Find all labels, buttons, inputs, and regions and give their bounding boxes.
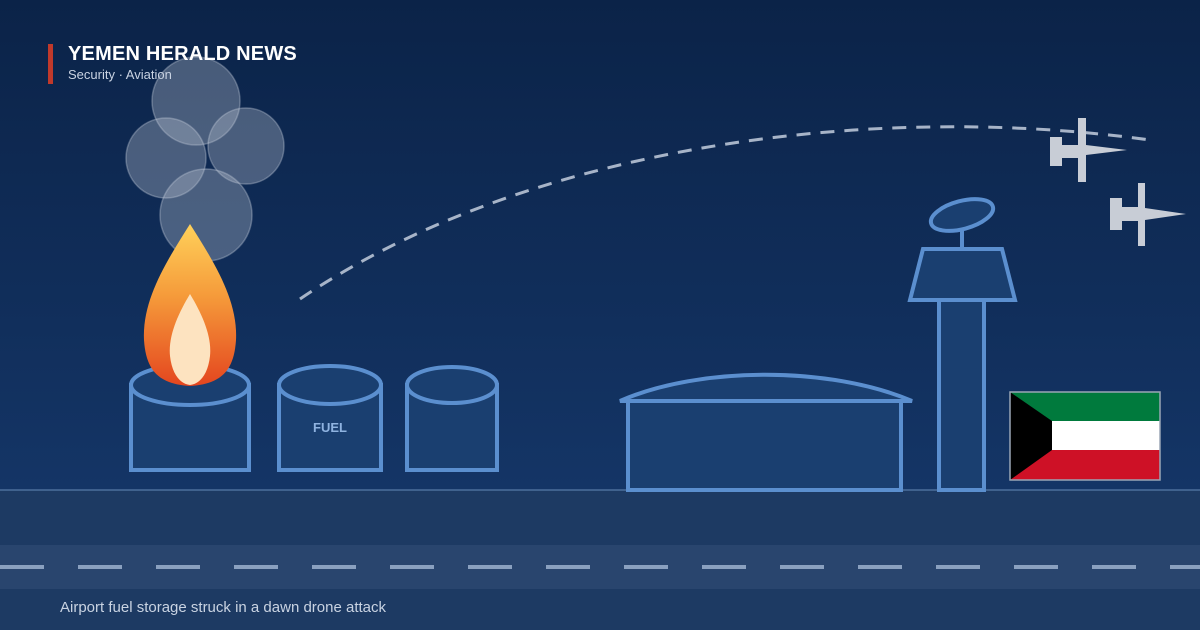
drone-icon — [1050, 118, 1127, 182]
brand-title: YEMEN HERALD NEWS — [68, 43, 297, 65]
flame-icon — [143, 224, 237, 386]
brand-header: YEMEN HERALD NEWS Security · Aviation — [48, 43, 297, 84]
brand-section-tags: Security · Aviation — [68, 67, 172, 82]
storage-tank — [405, 365, 499, 472]
fuel-tank-label: FUEL — [313, 420, 347, 435]
drone-flight-path — [299, 125, 1151, 301]
drone-icon-2 — [1110, 183, 1186, 246]
fuel-tank-icon — [277, 364, 383, 472]
control-tower-icon — [907, 197, 1018, 492]
kuwait-flag-icon — [1009, 391, 1161, 481]
hangar-icon — [619, 372, 913, 492]
image-caption: Airport fuel storage struck in a dawn dr… — [60, 599, 387, 616]
smoke-icon — [125, 56, 285, 262]
runway-icon — [0, 489, 1200, 630]
